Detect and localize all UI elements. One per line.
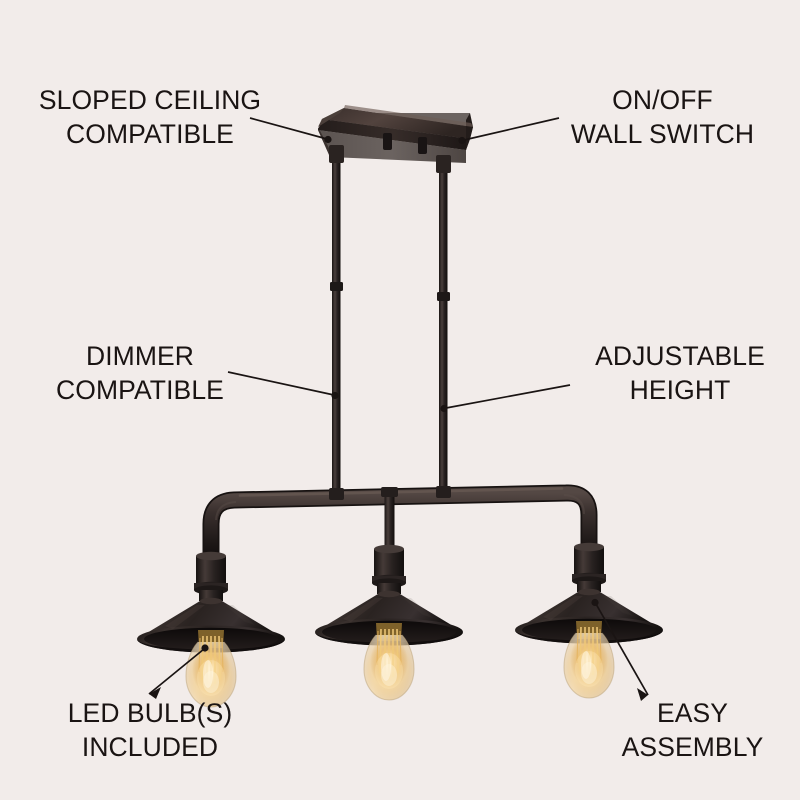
callout-adjustable-height: ADJUSTABLE HEIGHT bbox=[595, 341, 765, 405]
leader-line-easy-assembly bbox=[591, 598, 649, 701]
callout-onoff-wall-switch: ON/OFF WALL SWITCH bbox=[570, 85, 755, 149]
leader-line-onoff-switch bbox=[458, 117, 560, 145]
leader-line-led-bulb bbox=[148, 644, 209, 699]
center-stem bbox=[381, 487, 398, 552]
left-rod-joint bbox=[329, 488, 344, 500]
left-lamp-head bbox=[136, 550, 286, 708]
ceiling-canopy bbox=[318, 105, 473, 163]
callout-sloped-ceiling: SLOPED CEILING COMPATIBLE bbox=[38, 85, 262, 149]
right-lamp-head bbox=[514, 541, 664, 699]
callout-dimmer-compatible: DIMMER COMPATIBLE bbox=[56, 341, 224, 405]
callout-easy-assembly: EASY ASSEMBLY bbox=[621, 698, 764, 762]
left-downrod bbox=[329, 145, 344, 495]
leader-line-adjustable-height bbox=[440, 384, 571, 413]
right-rod-joint bbox=[436, 486, 451, 498]
right-downrod bbox=[436, 155, 451, 495]
callout-led-bulbs-included: LED BULB(S) INCLUDED bbox=[67, 698, 233, 762]
center-lamp-head bbox=[314, 543, 464, 701]
leader-line-sloped-ceiling bbox=[249, 117, 332, 144]
leader-line-dimmer bbox=[227, 371, 339, 400]
horizontal-arm-bar bbox=[202, 484, 598, 569]
